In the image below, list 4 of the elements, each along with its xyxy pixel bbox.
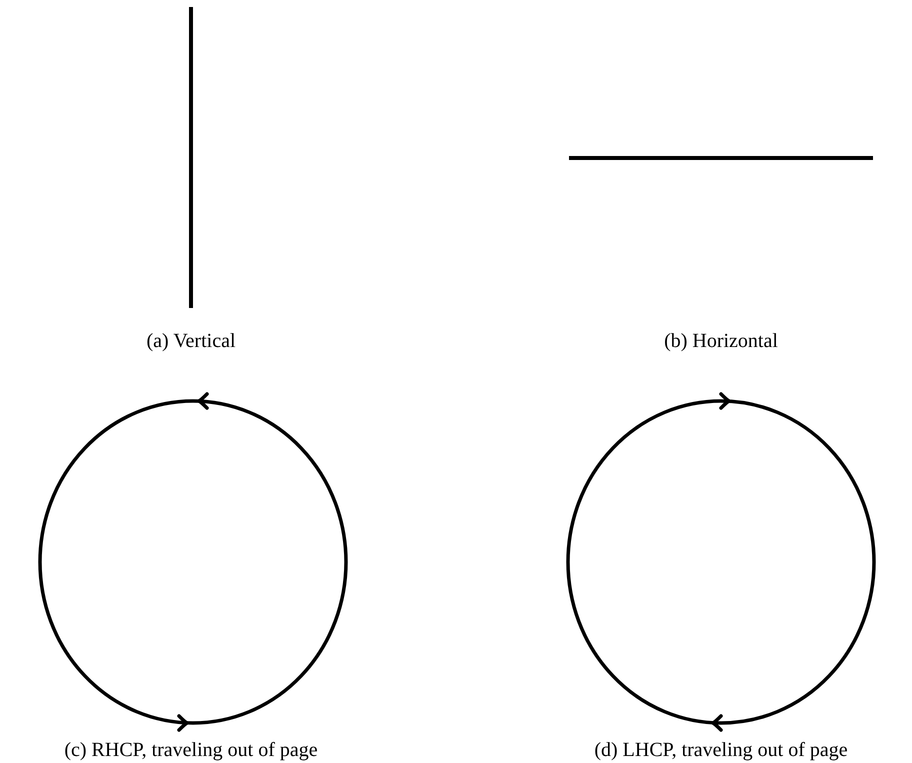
caption: (d) LHCP, traveling out of page <box>594 739 848 761</box>
caption: (c) RHCP, traveling out of page <box>64 739 318 761</box>
caption: (a) Vertical <box>146 330 236 352</box>
caption: (b) Horizontal <box>664 330 778 352</box>
